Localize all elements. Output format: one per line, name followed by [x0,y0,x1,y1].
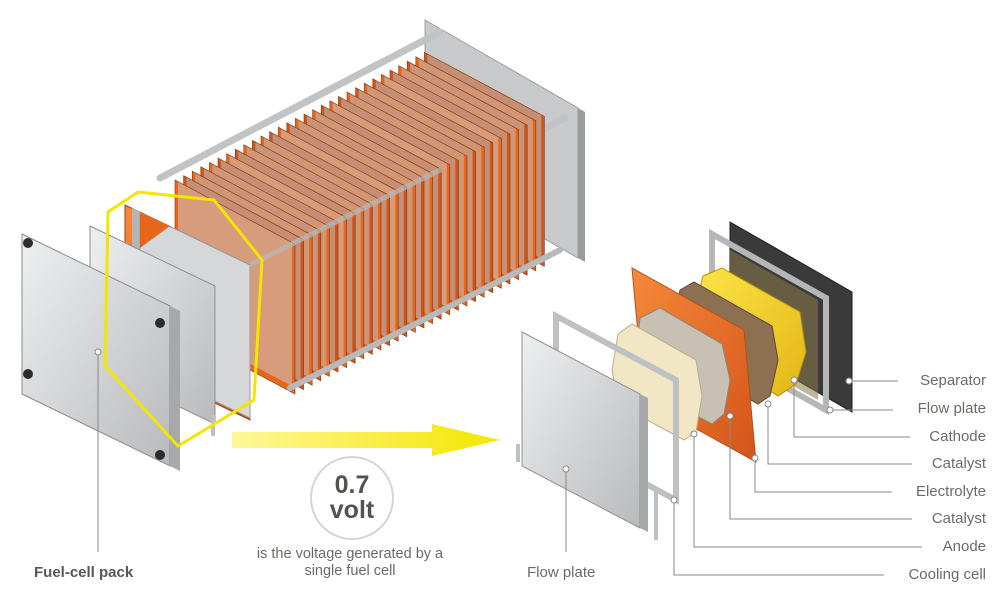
layer-label-electrolyte: Electrolyte [915,483,986,500]
layer-label-cathode: Cathode [929,428,986,445]
bolt-icon [155,450,165,460]
layer-label-separator: Separator [920,372,986,389]
single-cell-highlight [103,190,264,448]
leader-dot [562,465,570,473]
voltage-caption: is the voltage generated by a single fue… [256,546,444,579]
voltage-badge: 0.7 volt [310,456,394,540]
bolt-icon [23,369,33,379]
leader-dot [670,496,678,504]
leader-line-catalyst-2 [729,416,912,520]
leader-dot [826,406,834,414]
stack-tie-rod [287,247,563,391]
stack-tie-rod [156,28,444,182]
layer-label-cooling-cell: Cooling cell [908,566,986,583]
layer-label-catalyst: Catalyst [931,455,986,472]
leader-dot [94,348,102,356]
leader-dot [726,412,734,420]
leader-dot [790,376,798,384]
leader-line-catalyst [767,404,912,465]
leader-line-electrolyte [754,458,892,493]
layer-label-anode: Anode [942,538,986,555]
layer-label-catalyst-2: Catalyst [931,510,986,527]
bolt-icon [155,318,165,328]
leader-line-cooling-cell [673,500,884,576]
leader-line-cathode [793,380,910,438]
arrow-icon [232,424,500,456]
stack-front-end-plate-edge [170,306,180,471]
flow-plate-label: Flow plate [527,564,596,581]
exploded-single-cell [516,221,853,540]
layer-flow-plate-front-edge [640,394,648,532]
voltage-value: 0.7 [334,471,370,499]
fuel-cell-pack-label: Fuel-cell pack [34,564,134,581]
leader-dot [764,400,772,408]
single-cell-orange-corner [140,212,170,248]
leader-dot [690,430,698,438]
leader-line-anode [693,434,922,548]
bolt-icon [23,238,33,248]
stack-back-end-plate-side [578,108,585,262]
leader-dot [751,454,759,462]
voltage-unit: volt [329,496,375,524]
leader-lines [94,348,922,576]
leader-dot [845,377,853,385]
layer-label-flow-plate: Flow plate [917,400,986,417]
